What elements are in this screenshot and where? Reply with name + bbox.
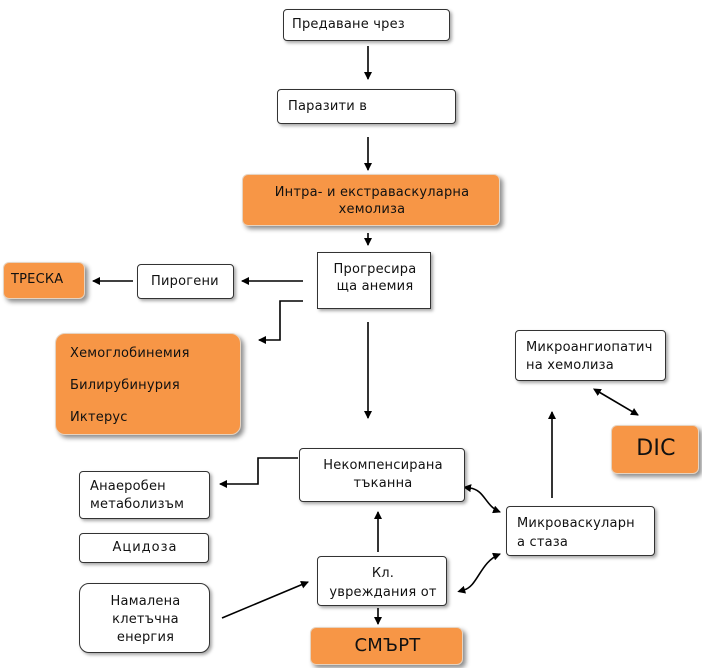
node-reduced-energy-line1: Намалена: [110, 594, 181, 609]
node-cell-damage-line1: Кл.: [371, 566, 395, 581]
node-cell-damage: Кл. увреждания от: [317, 556, 447, 606]
node-fever-label: ТРЕСКА: [11, 272, 64, 287]
node-parasites: Паразити в: [277, 89, 456, 124]
node-decompensated-line2: тъканна: [353, 476, 413, 491]
node-pyrogens-label: Пирогени: [151, 274, 219, 289]
node-dic: DIC: [611, 425, 699, 474]
node-anaerobic-line1: Анаеробен: [90, 479, 166, 494]
node-fever: ТРЕСКА: [3, 262, 85, 299]
node-dic-label: DIC: [636, 436, 676, 461]
node-parasites-label: Паразити в: [288, 99, 368, 114]
arrow-decompensated-microvascular: [463, 484, 501, 514]
symptom-hemoglobinemia: Хемоглобинемия: [70, 346, 190, 361]
node-anemia-line1: Прогресира: [333, 262, 417, 277]
node-microangiopathic-line1: Микроангиопатич: [526, 340, 653, 355]
node-hemolysis-line2: хемолиза: [338, 202, 406, 217]
node-decompensated-line1: Некомпенсирана: [323, 458, 443, 473]
node-hemolysis-line1: Интра- и екстраваскуларна: [274, 185, 470, 200]
node-anemia-line2: ща анемия: [336, 279, 414, 294]
arrow-microangiopathic-dic: [592, 388, 639, 416]
node-decompensated: Некомпенсирана тъканна: [299, 448, 465, 502]
node-microvascular-line1: Микроваскуларн: [517, 516, 635, 531]
node-transmission: Предаване чрез: [283, 9, 450, 41]
node-symptoms: Хемоглобинемия Билирубинурия Иктерус: [55, 333, 241, 435]
node-reduced-energy-line3: енергия: [116, 630, 175, 645]
node-anaerobic: Анаеробен метаболизъм: [79, 471, 210, 519]
arrow-reduced-energy-to-cell-damage: [221, 581, 309, 619]
node-acidosis: Ацидоза: [79, 533, 209, 563]
node-microvascular-line2: а стаза: [517, 535, 569, 550]
arrow-cell-damage-microvascular: [457, 552, 501, 594]
node-microangiopathic-line2: на хемолиза: [526, 358, 614, 373]
node-transmission-label: Предаване чрез: [292, 17, 405, 32]
symptom-icterus: Иктерус: [70, 410, 128, 425]
symptom-bilirubinuria: Билирубинурия: [70, 378, 180, 393]
node-microvascular: Микроваскуларн а стаза: [506, 506, 655, 556]
node-death: СМЪРТ: [310, 627, 463, 665]
node-acidosis-label: Ацидоза: [112, 540, 178, 555]
node-anemia: Прогресира ща анемия: [317, 252, 431, 309]
node-reduced-energy: Намалена клетъчна енергия: [79, 583, 210, 653]
node-cell-damage-line2: увреждания от: [329, 585, 437, 600]
node-microangiopathic: Микроангиопатич на хемолиза: [515, 330, 666, 381]
arrow-anemia-to-symptoms: [258, 300, 303, 344]
node-pyrogens: Пирогени: [137, 264, 234, 299]
node-death-label: СМЪРТ: [354, 635, 421, 656]
node-hemolysis: Интра- и екстраваскуларна хемолиза: [242, 174, 500, 226]
node-anaerobic-line2: метаболизъм: [90, 497, 185, 512]
arrow-decompensated-to-anaerobic: [219, 457, 298, 488]
node-reduced-energy-line2: клетъчна: [112, 612, 179, 627]
